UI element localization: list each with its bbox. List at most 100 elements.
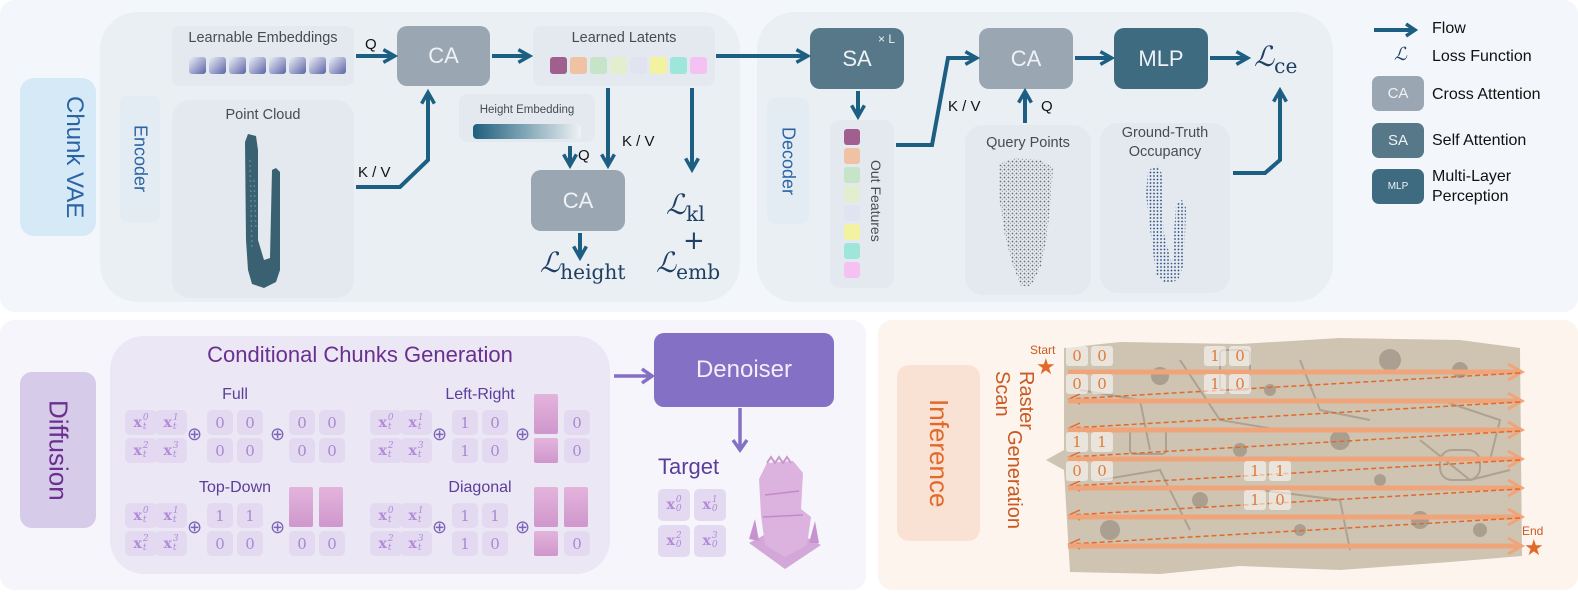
oplus-icon: ⊕ [432,517,448,538]
mask-cell: 1 [482,503,508,528]
target-title: Target [658,454,720,479]
oplus-icon: ⊕ [515,424,531,445]
learnable-embedding-token [189,57,206,74]
mask-cell: 0 [237,438,263,463]
legend-mlp-icon: MLP [1372,169,1424,204]
query-points-title: Query Points [986,135,1070,151]
condition-chunk-image [289,487,313,527]
raster-mask-cell: 0 [1229,346,1251,366]
ca-decoder-label: CA [1010,45,1042,71]
raster-mask-cell: 0 [1091,374,1113,394]
arrow-gt-to-loss [1233,92,1280,175]
sa-block-label: SA [842,45,872,71]
learned-latent-token [650,57,667,74]
learned-latent-token [630,57,647,74]
scan-row-arrowhead [1507,478,1526,498]
condition-chunk-image [564,487,588,527]
condition-chunk-image [319,487,343,527]
raster-scan-line2: Generation [1003,429,1025,529]
raster-mask-cell: 1 [1269,461,1291,481]
mask-cell: 1 [452,531,478,556]
oplus-icon: ⊕ [270,517,286,538]
raster-mask-cell: 1 [1204,374,1226,394]
legend-ca-label: Cross Attention [1432,86,1541,103]
scan-row-arrowhead [1507,536,1526,556]
inference-label: Inference [897,365,980,541]
raster-mask-cell: 0 [1066,461,1088,481]
ground-truth-title-1: Ground-Truth [1121,125,1209,141]
vae-flow-arrows [356,0,1340,312]
mlp-block-label: MLP [1138,45,1184,71]
scan-return-arrow [1069,517,1521,545]
mask-cell: 1 [452,503,478,528]
arrow-outfeatures-to-ca [896,58,975,147]
encoder-label: Encoder [120,96,160,222]
legend-mlp-label-2: Perception [1432,188,1509,205]
out-feature-token [844,129,860,145]
target-castle-image [749,455,821,569]
mask-cell: 0 [207,438,233,463]
learned-latent-token [590,57,607,74]
condition-cell: 0 [289,531,315,556]
raster-scan-arrows [1067,362,1526,556]
denoiser-block: Denoiser [654,333,834,407]
learnable-embedding-token [209,57,226,74]
ground-truth-image [1146,166,1186,284]
learned-latent-token [690,57,707,74]
decoder-text: Decoder [778,126,799,196]
out-feature-token [844,148,860,164]
legend-ca-icon: CA [1372,76,1424,111]
ca-height-block: CA [531,170,625,231]
edge-q-height: Q [578,147,590,164]
mask-cell: 0 [482,438,508,463]
learnable-embeddings-row [189,57,346,74]
out-feature-token [844,262,860,278]
mask-cell: 0 [482,410,508,435]
raster-mask-cell: 1 [1091,432,1113,452]
decoder-label: Decoder [767,98,809,224]
chunk-vae-text: Chunk VAE [61,95,88,219]
raster-scan-line1: Raster Scan [991,371,1037,430]
learned-latents-title: Learned Latents [571,30,677,46]
scan-row-arrowhead [1507,507,1526,527]
raster-mask-cell: 0 [1091,461,1113,481]
condition-chunk-image [534,531,558,556]
raster-mask-cell: 0 [1066,346,1088,366]
mlp-block: MLP [1114,28,1208,89]
raster-mask-cell: 1 [1204,346,1226,366]
mask-cell: 0 [207,410,233,435]
scan-return-arrow [1069,488,1521,516]
start-star-icon: ★ [1036,354,1056,379]
condition-cell: 0 [564,410,590,435]
learnable-embedding-token [249,57,266,74]
condition-chunk-image [534,487,558,527]
legend-mlp-label-1: Multi-Layer [1432,168,1512,185]
height-embedding-bar [473,124,581,139]
ground-truth-title-2: Occupancy [1128,144,1202,160]
learnable-embeddings-title: Learnable Embeddings [188,30,338,46]
loss-height: ℒheight [540,246,626,284]
oplus-icon: ⊕ [432,424,448,445]
denoiser-label: Denoiser [695,356,793,383]
loss-emb-symbol: ℒ [656,246,677,279]
raster-mask-cell: 1 [1244,490,1266,510]
legend-sa-label: Self Attention [1432,132,1527,149]
height-embedding-title: Height Embedding [479,104,575,116]
loss-plus: + [683,226,705,256]
condition-cell: 0 [319,410,345,435]
scan-row-arrowhead [1507,420,1526,440]
legend-ca-badge: CA [1387,85,1409,102]
learnable-embedding-token [269,57,286,74]
diffusion-arrows [614,367,749,454]
mask-cell: 1 [237,503,263,528]
point-cloud-image [245,134,280,288]
condition-chunk-image [534,394,558,434]
